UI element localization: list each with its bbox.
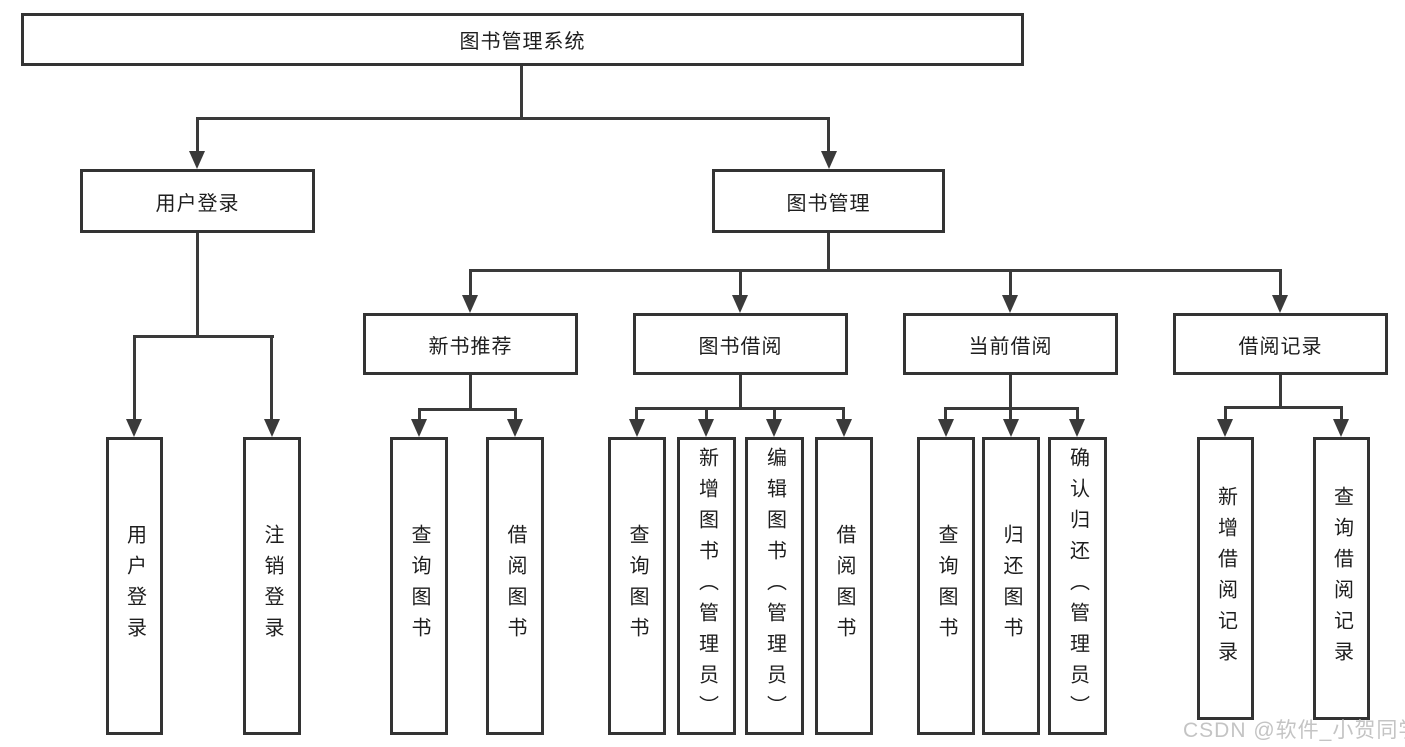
node-leaf-return-books: 归还图书 (982, 437, 1040, 735)
node-new-book-recommend-label: 新书推荐 (428, 335, 513, 358)
connector-root-branch-right (827, 117, 830, 151)
node-borrow-records: 借阅记录 (1173, 313, 1388, 375)
node-leaf-add-borrow-record: 新增借阅记录 (1197, 437, 1254, 720)
connector-new-book-branch-1 (418, 408, 421, 421)
arrow-down-icon (836, 419, 852, 437)
node-leaf-query-borrow-record-label: 查询借阅记录 (1330, 485, 1353, 672)
node-root: 图书管理系统 (21, 13, 1024, 66)
node-book-management: 图书管理 (712, 169, 945, 233)
node-leaf-edit-book-admin: 编辑图书（管理员） (745, 437, 804, 735)
node-leaf-confirm-return-admin-label: 确认归还（管理员） (1066, 446, 1089, 726)
node-leaf-borrow-books-2-label: 借阅图书 (833, 524, 855, 648)
arrow-down-icon (766, 419, 782, 437)
connector-new-book-stem (469, 375, 472, 410)
node-current-borrow: 当前借阅 (903, 313, 1118, 375)
connector-current-borrow-branch-3 (1076, 407, 1079, 421)
node-leaf-user-login: 用户登录 (106, 437, 163, 735)
arrow-down-icon (462, 295, 478, 313)
arrow-down-icon (938, 419, 954, 437)
node-leaf-confirm-return-admin: 确认归还（管理员） (1048, 437, 1107, 735)
node-leaf-return-books-label: 归还图书 (1000, 524, 1022, 648)
arrow-down-icon (1333, 419, 1349, 437)
connector-book-borrow-branch-2 (705, 407, 708, 421)
connector-book-mgmt-rail (470, 269, 1282, 272)
arrow-down-icon (1002, 295, 1018, 313)
connector-current-borrow-branch-1 (944, 407, 947, 421)
node-leaf-user-login-label: 用户登录 (123, 524, 146, 648)
csdn-watermark: CSDN @软件_小贺同学 (1183, 719, 1405, 742)
node-leaf-borrow-books-1-label: 借阅图书 (504, 524, 526, 648)
connector-user-login-branch-1 (133, 335, 136, 421)
arrow-down-icon (1069, 419, 1085, 437)
connector-book-mgmt-branch-4 (1279, 269, 1282, 297)
node-leaf-query-books-2: 查询图书 (608, 437, 666, 735)
connector-book-borrow-rail (636, 407, 845, 410)
node-leaf-borrow-books-1: 借阅图书 (486, 437, 544, 735)
node-leaf-add-book-admin-label: 新增图书（管理员） (695, 446, 718, 726)
node-current-borrow-label: 当前借阅 (968, 335, 1053, 358)
arrow-down-icon (1217, 419, 1233, 437)
connector-borrow-records-branch-2 (1340, 406, 1343, 421)
node-leaf-edit-book-admin-label: 编辑图书（管理员） (763, 446, 786, 726)
arrow-down-icon (821, 151, 837, 169)
connector-borrow-records-branch-1 (1224, 406, 1227, 421)
arrow-down-icon (1003, 419, 1019, 437)
connector-user-login-rail (133, 335, 274, 338)
node-leaf-add-borrow-record-label: 新增借阅记录 (1214, 485, 1237, 672)
connector-book-borrow-branch-1 (635, 407, 638, 421)
node-book-management-label: 图书管理 (786, 192, 871, 215)
node-leaf-query-borrow-record: 查询借阅记录 (1313, 437, 1370, 720)
connector-current-borrow-branch-2 (1009, 407, 1012, 421)
connector-current-borrow-rail (945, 407, 1079, 410)
arrow-down-icon (1272, 295, 1288, 313)
connector-book-mgmt-branch-3 (1009, 269, 1012, 297)
arrow-down-icon (126, 419, 142, 437)
node-leaf-logout: 注销登录 (243, 437, 301, 735)
node-book-borrow-label: 图书借阅 (698, 335, 783, 358)
node-borrow-records-label: 借阅记录 (1238, 335, 1323, 358)
node-new-book-recommend: 新书推荐 (363, 313, 578, 375)
connector-root-rail (197, 117, 830, 120)
node-root-label: 图书管理系统 (459, 31, 586, 53)
connector-book-borrow-branch-4 (842, 407, 845, 421)
arrow-down-icon (189, 151, 205, 169)
arrow-down-icon (629, 419, 645, 437)
connector-root-stem (520, 66, 523, 117)
arrow-down-icon (732, 295, 748, 313)
connector-book-mgmt-branch-1 (469, 269, 472, 297)
connector-book-mgmt-stem (827, 233, 830, 272)
arrow-down-icon (264, 419, 280, 437)
arrow-down-icon (507, 419, 523, 437)
connector-new-book-branch-2 (514, 408, 517, 421)
connector-user-login-stem (196, 233, 199, 336)
connector-user-login-branch-2 (270, 335, 273, 421)
arrow-down-icon (698, 419, 714, 437)
node-leaf-add-book-admin: 新增图书（管理员） (677, 437, 736, 735)
connector-current-borrow-stem (1009, 375, 1012, 409)
connector-book-borrow-stem (739, 375, 742, 409)
connector-new-book-rail (418, 408, 517, 411)
node-leaf-query-books-1: 查询图书 (390, 437, 448, 735)
connector-borrow-records-rail (1224, 406, 1343, 409)
connector-book-mgmt-branch-2 (739, 269, 742, 297)
arrow-down-icon (411, 419, 427, 437)
node-leaf-query-books-3-label: 查询图书 (935, 524, 957, 648)
connector-root-branch-left (196, 117, 199, 151)
node-user-login-label: 用户登录 (155, 192, 240, 215)
node-leaf-query-books-1-label: 查询图书 (408, 524, 430, 648)
node-leaf-borrow-books-2: 借阅图书 (815, 437, 873, 735)
node-leaf-query-books-3: 查询图书 (917, 437, 975, 735)
node-user-login: 用户登录 (80, 169, 315, 233)
node-book-borrow: 图书借阅 (633, 313, 848, 375)
connector-book-borrow-branch-3 (773, 407, 776, 421)
node-leaf-logout-label: 注销登录 (261, 524, 283, 648)
connector-borrow-records-stem (1279, 375, 1282, 408)
node-leaf-query-books-2-label: 查询图书 (626, 524, 648, 648)
